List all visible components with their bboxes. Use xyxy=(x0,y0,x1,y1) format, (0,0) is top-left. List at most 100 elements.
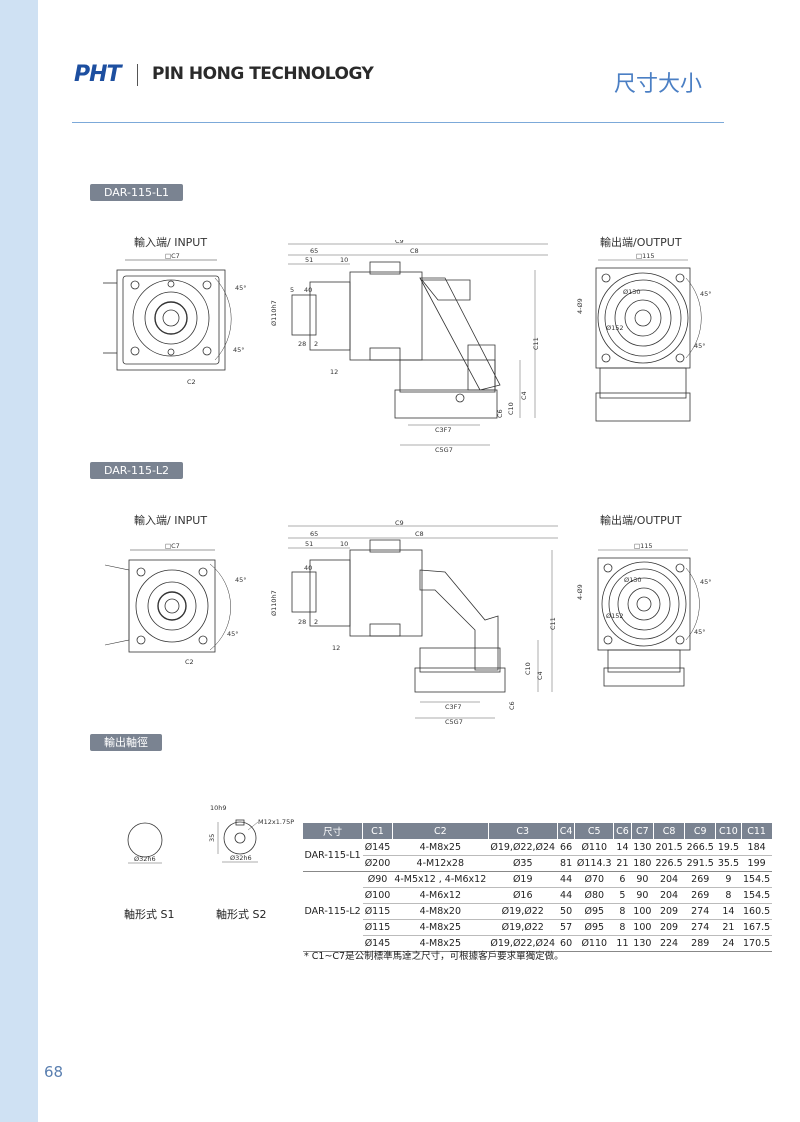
dim-c7-l2: □C7 xyxy=(165,542,180,550)
table-header: C10 xyxy=(715,822,742,840)
dim-c10-l1: C10 xyxy=(507,402,515,415)
dim-110-l2: Ø110h7 xyxy=(270,590,278,616)
table-cell: Ø115 xyxy=(362,919,393,936)
table-cell: 204 xyxy=(653,887,685,904)
dim-65-l1: 65 xyxy=(310,247,318,255)
table-row: Ø115 4-M8x20 Ø19,Ø22 50 Ø95 8 100 209 27… xyxy=(303,903,773,920)
shaft-s2-label: 軸形式 S2 xyxy=(216,908,267,921)
table-cell: Ø145 xyxy=(362,935,393,952)
table-cell: 269 xyxy=(684,871,716,888)
table-cell: 199 xyxy=(741,855,773,872)
table-header: C2 xyxy=(391,822,489,840)
dim-2-l2: 2 xyxy=(314,618,318,626)
dim-51-l2: 51 xyxy=(305,540,313,548)
dim-12-l1: 12 xyxy=(330,368,338,376)
table-header: C1 xyxy=(362,822,393,840)
dim-c5-l2: C5G7 xyxy=(445,718,463,725)
table-cell: 8 xyxy=(613,919,632,936)
dim-angle-b-l2: 45° xyxy=(227,630,239,638)
dim-angle-b-out-l1: 45° xyxy=(694,342,706,350)
model-cell: DAR-115-L2 xyxy=(302,871,363,952)
table-cell: Ø19,Ø22,Ø24 xyxy=(488,935,558,952)
dim-130-l2: Ø130 xyxy=(624,576,642,584)
table-cell: 5 xyxy=(613,887,632,904)
table-cell: 21 xyxy=(715,919,741,936)
dim-28-l2: 28 xyxy=(298,618,306,626)
table-cell: 21 xyxy=(613,855,632,872)
logo-divider xyxy=(137,64,138,86)
table-cell: Ø115 xyxy=(362,903,393,920)
table-cell: 90 xyxy=(631,887,654,904)
table-header: C3 xyxy=(487,822,558,840)
dim-c4-l1: C4 xyxy=(520,391,528,400)
table-cell: Ø110 xyxy=(574,935,614,952)
shaft-s1-label: 軸形式 S1 xyxy=(124,908,175,921)
input-view-drawing-l2: □C7 C2 45° 45° xyxy=(104,542,247,666)
table-header: C7 xyxy=(630,822,654,840)
table-header: 尺寸 xyxy=(301,822,364,840)
dim-c8-l2: C8 xyxy=(415,530,424,538)
output-view-drawing-l1: □115 4-Ø9 Ø130 Ø152 45° 45° xyxy=(576,252,712,422)
table-cell: 130 xyxy=(631,839,654,856)
table-cell: 184 xyxy=(741,839,773,856)
table-cell: 154.5 xyxy=(741,871,773,888)
table-cell: 90 xyxy=(631,871,654,888)
table-cell: 170.5 xyxy=(741,935,773,952)
table-cell: 4-M5x12 , 4-M6x12 xyxy=(392,871,489,888)
table-cell: 167.5 xyxy=(741,919,773,936)
side-strip xyxy=(0,0,38,1122)
table-cell: 4-M8x20 xyxy=(392,903,489,920)
table-cell: 44 xyxy=(557,887,575,904)
table-cell: Ø16 xyxy=(488,887,558,904)
table-cell: 180 xyxy=(631,855,654,872)
table-row: DAR-115-L2 Ø90 4-M5x12 , 4-M6x12 Ø19 44 … xyxy=(302,871,773,952)
dim-angle-b-l1: 45° xyxy=(233,346,245,354)
table-row: DAR-115-L1 Ø145 4-M8x25 Ø19,Ø22,Ø24 66 Ø… xyxy=(302,839,773,872)
dim-angle-b-out-l2: 45° xyxy=(694,628,706,636)
dim-angle-a-out-l2: 45° xyxy=(700,578,712,586)
table-cell: 14 xyxy=(715,903,741,920)
table-cell: Ø19 xyxy=(488,871,558,888)
output-label-l2: 輸出端/OUTPUT xyxy=(600,514,682,527)
table-cell: 100 xyxy=(631,919,654,936)
page-number: 68 xyxy=(44,1063,64,1081)
dim-c2-l1: C2 xyxy=(187,378,196,386)
table-cell: 4-M8x25 xyxy=(392,919,489,936)
table-cell: 274 xyxy=(684,919,716,936)
table-cell: Ø90 xyxy=(362,871,393,888)
dim-65-l2: 65 xyxy=(310,530,318,538)
table-cell: 291.5 xyxy=(684,855,716,872)
section-tag-l2: DAR-115-L2 xyxy=(90,462,184,479)
dim-130-l1: Ø130 xyxy=(623,288,641,296)
table-cell: 50 xyxy=(557,903,575,920)
table-cell: 66 xyxy=(557,839,575,856)
page-title: 尺寸大小 xyxy=(613,72,702,97)
table-cell: Ø35 xyxy=(488,855,558,872)
dim-12-l2: 12 xyxy=(332,644,340,652)
table-cell: 209 xyxy=(653,919,685,936)
table-cell: Ø70 xyxy=(574,871,614,888)
table-cell: Ø19,Ø22 xyxy=(488,919,558,936)
table-cell: 266.5 xyxy=(684,839,716,856)
dim-152-l2: Ø152 xyxy=(606,612,624,620)
dim-c3-l1: C3F7 xyxy=(435,426,452,434)
shaft-s2-drawing: 10h9 M12x1.75P 35 Ø32h6 xyxy=(208,804,294,863)
table-cell: 4-M6x12 xyxy=(392,887,489,904)
dim-hole-l2: 4-Ø9 xyxy=(576,584,584,600)
table-cell: 14 xyxy=(613,839,632,856)
table-cell: 4-M8x25 xyxy=(392,935,489,952)
table-cell: 60 xyxy=(557,935,575,952)
dim-c7-l1: □C7 xyxy=(165,252,180,260)
dim-sq115-l1: □115 xyxy=(636,252,655,260)
dim-angle-a-l2: 45° xyxy=(235,576,247,584)
spec-table: 尺寸 C1 C2 C3 C4 C5 C6 C7 C8 C9 C10 C11 DA… xyxy=(301,822,773,952)
dim-c3-l2: C3F7 xyxy=(445,703,462,711)
dim-28-l1: 28 xyxy=(298,340,306,348)
dim-angle-a-out-l1: 45° xyxy=(700,290,712,298)
table-cell: 35.5 xyxy=(715,855,741,872)
dim-c8-l1: C8 xyxy=(410,247,419,255)
table-cell: Ø100 xyxy=(362,887,393,904)
table-cell: 204 xyxy=(653,871,685,888)
table-cell: 24 xyxy=(715,935,741,952)
table-cell: 289 xyxy=(684,935,716,952)
